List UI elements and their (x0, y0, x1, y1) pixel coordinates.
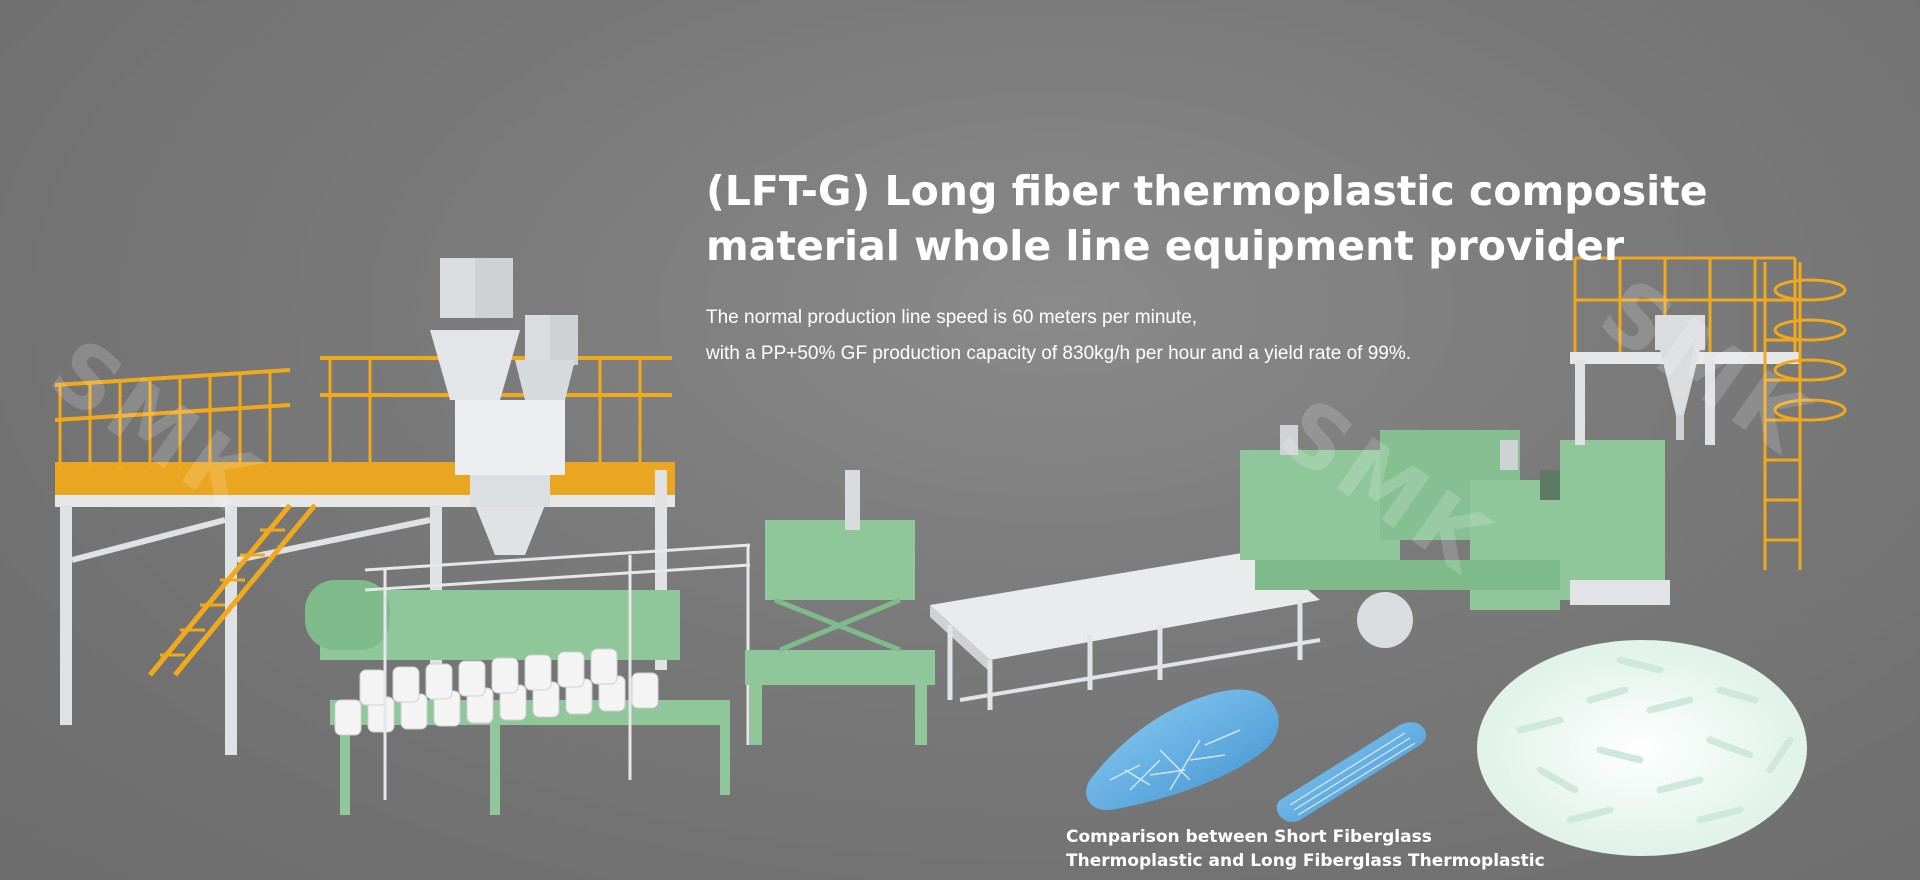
fiber-comparison-caption: Comparison between Short Fiberglass Ther… (1066, 825, 1626, 873)
pellet-pile (1477, 640, 1807, 856)
page-title-line-1: (LFT-G) Long fiber thermoplastic composi… (706, 167, 1708, 215)
page-subtitle-line-1: The normal production line speed is 60 m… (706, 307, 1198, 328)
caption-line-2: Thermoplastic and Long Fiberglass Thermo… (1066, 851, 1545, 871)
page-subtitle-line-2: with a PP+50% GF production capacity of … (706, 343, 1412, 364)
hopper-tower (430, 258, 578, 555)
extruder-creel (305, 543, 751, 815)
page-title-line-2: material whole line equipment provider (706, 222, 1625, 270)
right-platform (1570, 256, 1847, 570)
fiber-comparison-chips (1086, 689, 1427, 822)
page-subtitle: The normal production line speed is 60 m… (706, 300, 1706, 372)
impregnation-station (745, 470, 935, 745)
pulling-machine (1240, 425, 1670, 648)
caption-line-1: Comparison between Short Fiberglass (1066, 827, 1432, 847)
cooling-conveyor (930, 550, 1321, 710)
page-title: (LFT-G) Long fiber thermoplastic composi… (706, 164, 1708, 274)
